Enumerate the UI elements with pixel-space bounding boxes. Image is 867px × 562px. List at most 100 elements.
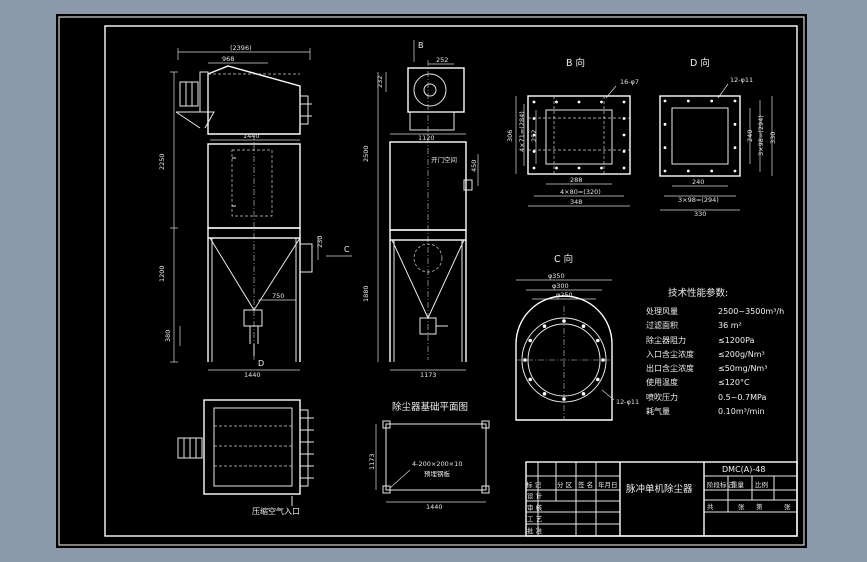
bolt-hole [710,99,714,103]
flange-c-holes [523,319,605,401]
tb-sheet-0: 共 [707,502,714,511]
view-d-dim-inner-w: 240 [692,178,704,186]
view-d-dim-outer-w: 330 [694,210,706,218]
tb-row-label-4: 批 准 [527,526,543,535]
access-door [231,149,273,217]
front-view: (2396) 968 1440 2250 [158,44,352,379]
bolt-hole [595,338,600,343]
anchor-plate [481,485,490,494]
label-view-b: B [418,41,424,50]
tb-header-2: 年月日 [598,480,618,489]
view-c-dim-inner: φ250 [556,291,573,299]
bolt-hole [733,146,737,150]
bolt-hole [542,324,547,329]
bolt-hole [622,133,626,137]
anchor-plate [481,420,490,429]
dim-height-lower: 1200 [158,265,166,282]
view-c: C 向 φ350 φ300 φ250 12-φ11 [515,253,639,421]
hopper-flange [207,227,301,239]
dim-side-height-upper: 2500 [362,145,370,162]
spec-table: 技术性能参数: 处理风量 2500~3500m³/h 过滤面积 36 m² 除尘… [646,287,784,416]
bolt-hole [532,117,536,120]
view-c-title: C 向 [554,253,573,265]
spec-value-1: 36 m² [718,321,742,330]
bolt-hole [555,100,558,104]
spec-label-3: 入口含尘浓度 [646,349,694,359]
side-view: B 252 232 1120 开门空间 450 2500 1880 1173 [362,40,479,379]
bolt-hole [663,122,667,126]
flange-d-inner [671,107,729,165]
bolt-hole [523,358,527,362]
fan-circle [413,73,447,107]
bolt-hole [581,324,586,329]
foundation-plan: 除尘器基础平面图 1173 4-200×200×10 预埋钢板 1440 [368,401,490,511]
view-d-dim-outer-h: 330 [769,132,777,144]
plan-view: 压缩空气入口 [177,399,314,516]
dim-width-lower: 1440 [244,371,261,379]
dim-width-upper: 1440 [243,132,260,140]
spec-value-7: 0.10m³/min [718,407,765,416]
view-b-dim-outer-w: 348 [570,198,582,206]
foundation-dim-height: 1173 [368,453,376,470]
blower-motor [179,81,199,107]
bolt-hole [710,169,714,173]
dim-outlet: 750 [272,292,284,300]
bolt-hole [532,150,536,153]
dim-total-width: (2396) [230,44,252,52]
dim-top: 968 [222,55,234,63]
bolt-hole [528,377,533,382]
bolt-hole [532,100,536,104]
label-view-d: D [258,359,264,368]
dim-outlet-height: 232 [376,76,384,88]
bolt-hole [733,99,737,103]
bolt-hole [622,117,626,120]
view-b-title: B 向 [566,57,585,69]
bolt-hole [686,169,690,173]
title-block: 标 记 设 计 审 核 工 艺 批 准 分 区 签 名 年月日 脉冲单机除尘器 … [525,461,798,537]
flange-d-outer [659,95,741,177]
bolt-hole [562,319,566,323]
dim-bottom-width: 1173 [420,371,437,379]
bolt-hole [622,150,626,153]
view-d: D 向 12-φ11 240 3×98=(294) 330 240 3×98=(… [659,57,777,218]
spec-label-2: 除尘器阻力 [646,335,686,345]
view-c-dim-outer: φ350 [548,272,565,280]
bolt-hole [542,391,547,396]
motor-bracket [176,111,215,129]
view-b-holes: 16-φ7 [620,78,639,86]
tb-sheet-1: 张 [738,502,745,511]
label-view-c: C [344,245,350,254]
bolt-hole [555,166,558,170]
bolt-hole [581,391,586,396]
bolt-hole [601,358,605,362]
view-d-holes: 12-φ11 [730,76,753,84]
title-block-frame [525,461,798,537]
view-b-dim-outer-h: 306 [506,130,514,142]
view-d-dim-inner-h: 240 [746,130,754,142]
discharge-valve [243,309,263,327]
tb-drawing-name: 脉冲单机除尘器 [626,483,693,495]
view-c-holes: 12-φ11 [616,398,639,406]
view-b: B 向 16-φ7 288 4×80=(320) 348 306 4×71=(2… [506,57,639,207]
bolt-hole [622,166,626,170]
bolt-hole [663,99,667,103]
dim-side-height-lower: 1880 [362,285,370,302]
view-d-title: D 向 [690,57,710,69]
flange-b-outer [527,95,631,175]
view-b-dim-pitch-h: 4×71=(284) [518,111,526,152]
view-b-dim-pitch-w: 4×80=(320) [560,188,601,196]
tb-row-label-2: 审 核 [527,503,543,512]
spec-value-0: 2500~3500m³/h [718,307,784,316]
tb-row-label-3: 工 艺 [527,515,543,523]
bolt-hole [686,99,690,103]
flange-d-holes [663,99,737,173]
anchor-plate [382,420,391,429]
flange-b-inner [545,109,613,165]
view-d-dim-pitch-w: 3×98=(294) [678,196,719,204]
foundation-dim-width: 1440 [426,503,443,511]
view-b-dim-inner-h: 252 [530,130,538,142]
air-inlet-label: 压缩空气入口 [252,506,300,516]
bolt-hole [733,122,737,126]
dim-bottom: 380 [164,330,172,342]
bolt-hole [532,166,536,170]
